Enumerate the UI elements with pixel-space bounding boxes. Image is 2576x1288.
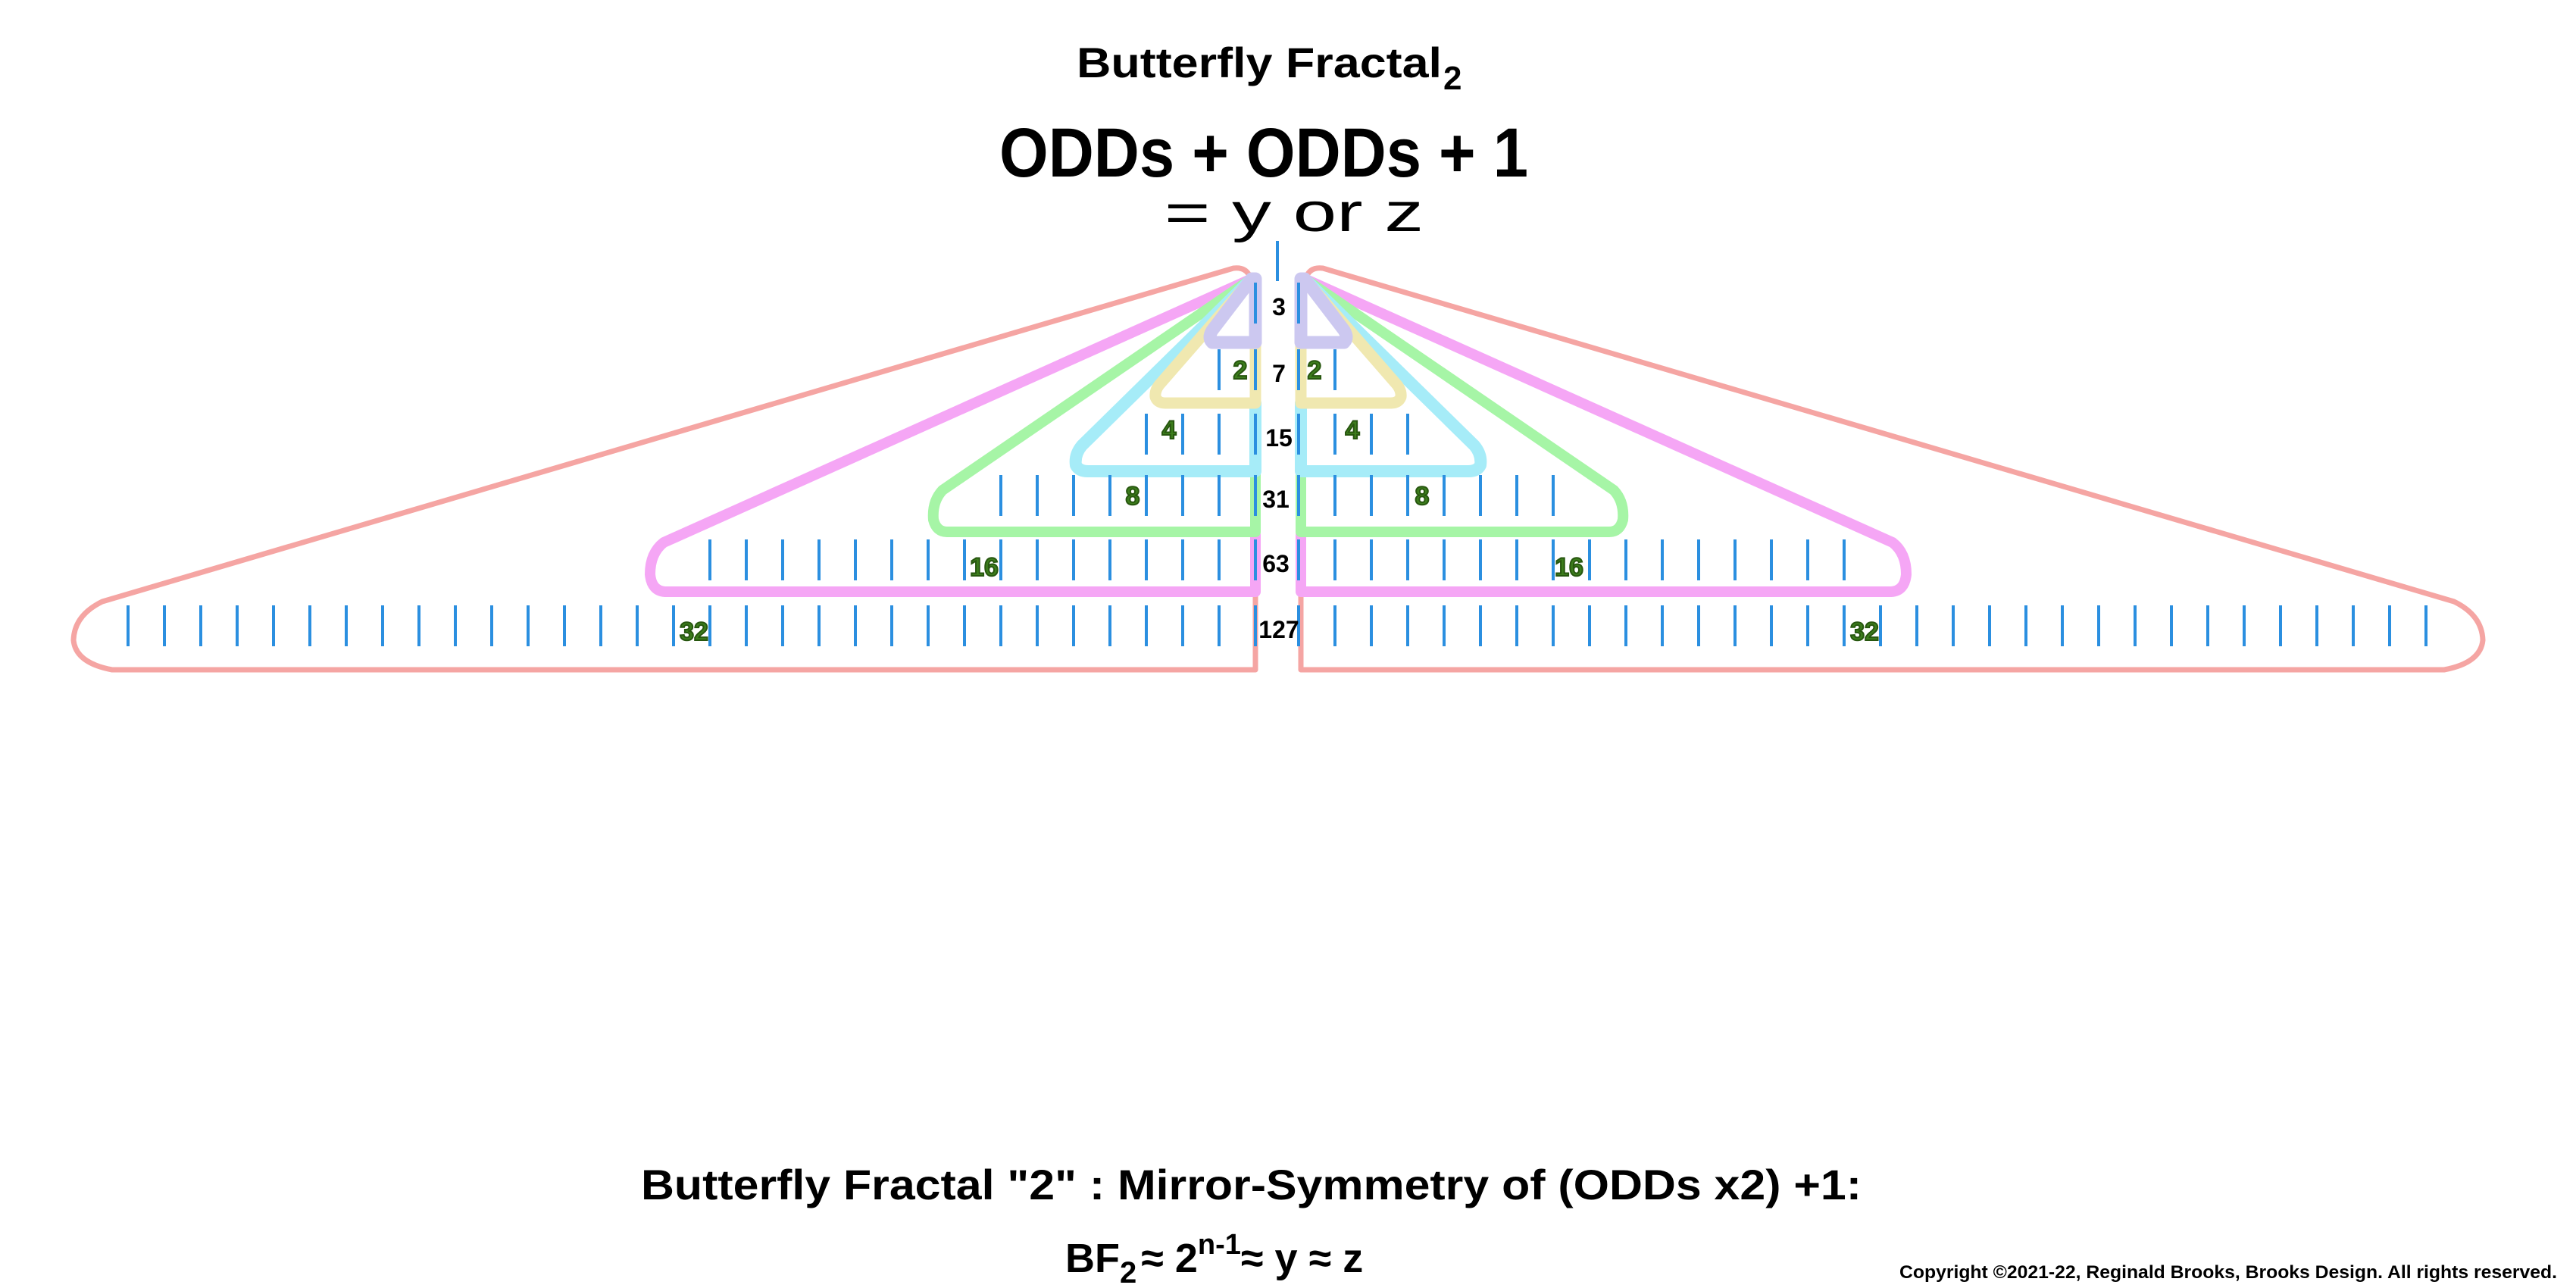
- row-total: 7: [1272, 360, 1286, 387]
- row-total: 127: [1258, 616, 1299, 643]
- wing-counts: 2 2 4 4 8 8 16 16 32 32: [679, 355, 1880, 647]
- yellow-wing-outline: [1149, 273, 1261, 409]
- footer-caption: Butterfly Fractal "2" : Mirror-Symmetry …: [641, 1161, 1862, 1208]
- cyan-wing-outline: [1069, 273, 1261, 477]
- green-wing-outline: [1296, 274, 1629, 537]
- formula-approx: ≈ 2: [1141, 1236, 1198, 1281]
- formula-bf-subscript: 2: [1120, 1256, 1136, 1288]
- formula-rest: ≈ y ≈ z: [1241, 1236, 1363, 1281]
- wing-count-left: 16: [970, 553, 999, 582]
- salmon-wing-outline: [70, 265, 1258, 673]
- copyright: Copyright ©2021-22, Reginald Brooks, Bro…: [1899, 1262, 2557, 1283]
- equation-result: = y or z: [1165, 183, 1424, 243]
- cyan-wing-outline: [1295, 273, 1487, 477]
- formula: BF2≈ 2n-1≈ y ≈ z: [1065, 1229, 1363, 1288]
- wing-count-left: 4: [1162, 416, 1177, 445]
- row-total: 63: [1262, 550, 1290, 577]
- tick-marks: [127, 283, 2428, 646]
- wing-count-left: 2: [1233, 356, 1248, 385]
- row-totals: 3 7 15 31 63 127: [1258, 293, 1299, 643]
- wing-count-left: 8: [1126, 482, 1140, 511]
- left-wing: [70, 265, 1262, 673]
- formula-exponent: n-1: [1198, 1229, 1241, 1261]
- page-title-subscript: 2: [1443, 60, 1462, 97]
- wing-count-right: 16: [1555, 553, 1583, 582]
- right-wing: [1294, 265, 2486, 673]
- equation: ODDs + ODDs + 1: [999, 114, 1528, 192]
- yellow-wing-outline: [1295, 273, 1407, 409]
- row-total: 31: [1262, 486, 1290, 513]
- wing-count-left: 32: [680, 617, 708, 646]
- purple-wing-outline: [1203, 272, 1262, 349]
- salmon-wing-outline: [1298, 265, 2486, 673]
- row-total: 3: [1272, 293, 1286, 320]
- wing-count-right: 4: [1346, 416, 1360, 445]
- row-total: 15: [1265, 424, 1293, 452]
- formula-bf: BF: [1065, 1236, 1120, 1281]
- green-wing-outline: [927, 274, 1261, 537]
- purple-wing-outline: [1294, 272, 1353, 349]
- page-title: Butterfly Fractal: [1077, 39, 1442, 86]
- wing-count-right: 32: [1850, 617, 1879, 646]
- magenta-wing-outline: [1296, 274, 1912, 597]
- wing-count-right: 2: [1308, 356, 1322, 385]
- wing-count-right: 8: [1415, 482, 1430, 511]
- magenta-wing-outline: [645, 274, 1261, 597]
